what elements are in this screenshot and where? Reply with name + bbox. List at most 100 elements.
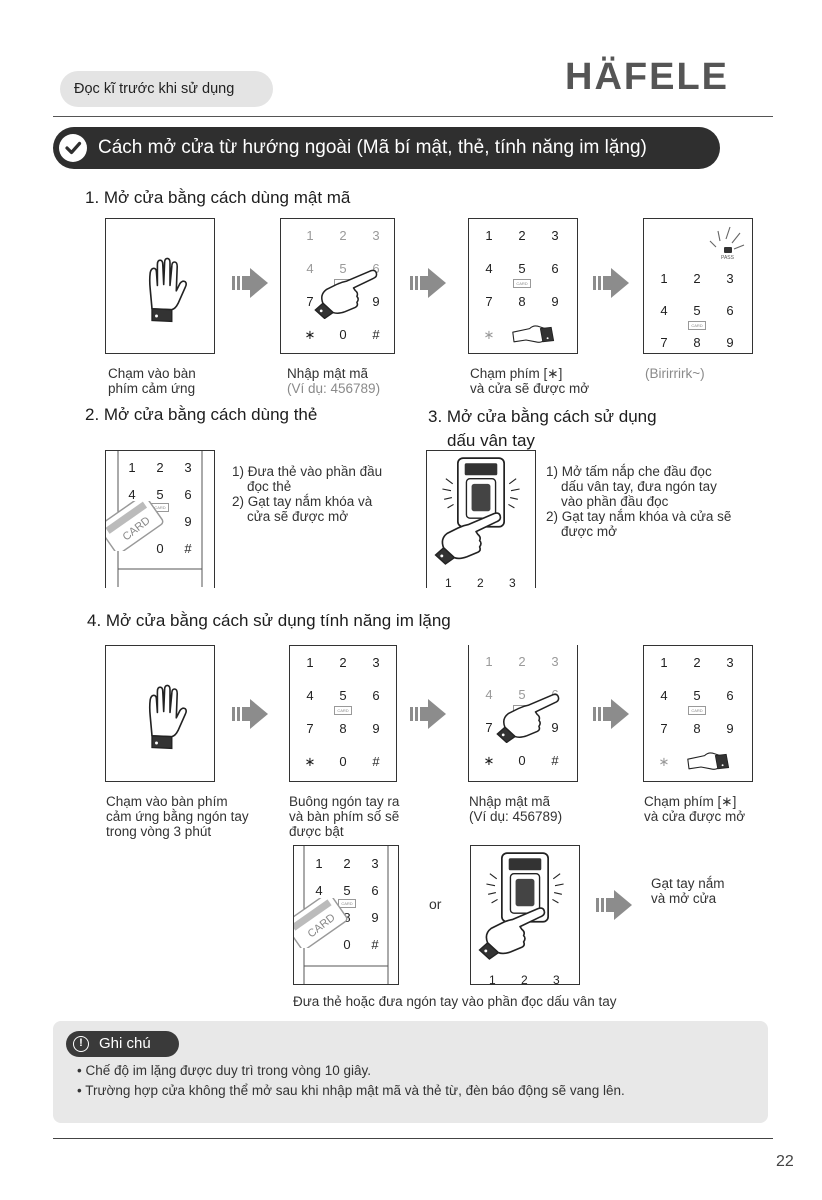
footer-divider [53,1138,773,1139]
key-hash: # [184,541,192,556]
key-9: 9 [371,910,379,925]
key-hash: # [371,937,379,952]
key-6: 6 [372,261,380,276]
section-title: Cách mở cửa từ hướng ngoài (Mã bí mật, t… [53,127,720,169]
document-tag: Đọc kĩ trước khi sử dụng [60,71,273,107]
key-3: 3 [371,856,379,871]
key-2: 2 [518,654,526,669]
key-7: 7 [306,721,314,736]
key-1: 1 [660,271,668,286]
key-4: 4 [485,261,493,276]
card-zone-label: CARD [688,321,706,330]
header-divider [53,116,773,117]
key-star: ∗ [658,754,670,769]
key-3: 3 [726,271,734,286]
key-4: 4 [660,688,668,703]
key-0: 0 [343,937,351,952]
step3-instructions: 1) Mở tấm nắp che đầu đọc dấu vân tay, đ… [546,464,732,539]
key-3-partial: 3 [509,576,516,587]
or-label: or [429,896,442,912]
key-1: 1 [485,654,493,669]
key-4: 4 [660,303,668,318]
key-8: 8 [693,335,701,350]
step1-caption-2: Nhập mật mã(Ví dụ: 456789) [287,366,381,396]
unlock-sound-icon [709,226,745,253]
key-1-partial: 1 [489,973,496,984]
key-2-partial: 2 [477,576,484,587]
step1-caption-4: (Birirrirk~) [645,366,705,381]
key-6: 6 [726,688,734,703]
arrow-right-icon [593,697,631,731]
step4-caption-3: Nhập mật mã(Ví dụ: 456789) [469,794,563,824]
key-9: 9 [551,294,559,309]
card-icon [106,451,203,587]
arrow-right-icon [593,266,631,300]
step3-heading: 3. Mở cửa bằng cách sử dụng dấu vân tay [428,407,657,450]
alert-icon: ! [73,1036,89,1052]
key-8: 8 [518,294,526,309]
step4-panel-keypad-on: 1 2 3 4 5 6 CARD 7 8 9 ∗ 0 # [289,645,397,782]
card-zone-label: CARD [513,279,531,288]
step1-heading: 1. Mở cửa bằng cách dùng mật mã [85,188,351,207]
arrow-right-icon [410,266,448,300]
step1-panel-enter-code: 1 2 3 4 5 6 CARD 7 9 ∗ 0 # [280,218,395,354]
key-hash: # [372,754,380,769]
key-4: 4 [306,261,314,276]
key-3: 3 [551,228,559,243]
key-3: 3 [551,654,559,669]
key-1: 1 [306,655,314,670]
key-1: 1 [128,460,136,475]
arrow-right-icon [232,697,270,731]
key-1: 1 [660,655,668,670]
step4-bottom-caption: Đưa thẻ hoặc đưa ngón tay vào phần đọc d… [293,994,617,1009]
key-8: 8 [693,721,701,736]
step2-panel-card: 1 2 3 4 5 6 CARD 9 0 # CARD [105,450,215,588]
key-2-partial: 2 [521,973,528,984]
key-6: 6 [184,487,192,502]
step4-panel-card: 1 2 3 4 5 6 CARD 8 9 0 # CARD [293,845,399,985]
key-9: 9 [372,721,380,736]
key-1: 1 [485,228,493,243]
arrow-right-icon [410,697,448,731]
key-5: 5 [156,487,164,502]
key-7: 7 [306,294,314,309]
key-5: 5 [693,303,701,318]
key-3: 3 [726,655,734,670]
arrow-right-icon [596,888,634,922]
key-3: 3 [372,655,380,670]
open-hand-icon [148,684,188,750]
step4-panel-enter-code: 1 2 3 4 5 6 CARD 7 9 ∗ 0 # [468,645,578,782]
brand-logo: HÄFELE [565,56,729,98]
check-icon [59,134,87,162]
step2-instructions: 1) Đưa thẻ vào phần đầu đọc thẻ 2) Gạt t… [232,464,383,524]
fingerprint-reader-icon: 1 2 3 [434,457,521,587]
key-6: 6 [551,261,559,276]
card-icon [294,846,389,984]
card-zone-label: CARD [688,706,706,715]
step1-caption-3: Chạm phím [∗]và cửa sẽ được mở [470,366,590,396]
key-5: 5 [343,883,351,898]
step4-heading: 4. Mở cửa bằng cách sử dụng tính năng im… [87,611,451,630]
step4-panel-fingerprint: 1 2 3 [470,845,580,985]
pass-label: PASS [721,255,734,261]
key-3: 3 [184,460,192,475]
key-4: 4 [485,687,493,702]
key-7: 7 [485,720,493,735]
key-7: 7 [660,335,668,350]
key-5: 5 [518,687,526,702]
pressing-hand-icon [687,752,730,771]
open-hand-icon [148,257,188,323]
key-3-partial: 3 [553,973,560,984]
pressing-hand-icon [512,325,555,344]
key-9: 9 [372,294,380,309]
key-9: 9 [184,514,192,529]
key-2: 2 [339,228,347,243]
key-0: 0 [339,327,347,342]
key-2: 2 [518,228,526,243]
step1-panel-touch [105,218,215,354]
key-2: 2 [156,460,164,475]
key-hash: # [551,753,559,768]
